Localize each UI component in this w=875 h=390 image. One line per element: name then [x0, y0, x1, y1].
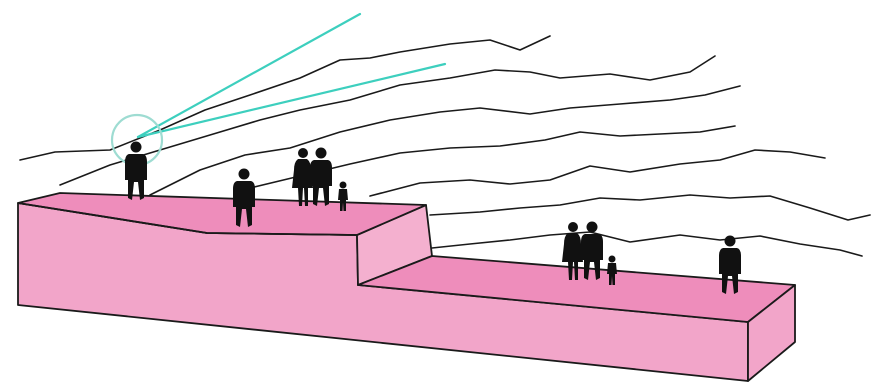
contour-line-2	[59, 55, 716, 186]
stepped-platform	[17, 192, 796, 382]
person-silhouette-icon	[125, 141, 147, 200]
lower-platform-end-face	[747, 284, 796, 382]
upper-platform-edge	[17, 202, 358, 236]
contour-line-6	[429, 194, 871, 221]
contour-line-4	[249, 125, 736, 189]
sightline-upper	[136, 12, 362, 139]
contour-line-1	[19, 35, 551, 161]
contour-line-7	[431, 231, 863, 257]
contour-lines	[19, 35, 871, 257]
contour-line-3	[149, 85, 741, 196]
sightlines	[136, 12, 447, 139]
sightline-lower	[136, 62, 447, 139]
contour-line-5	[369, 149, 826, 197]
